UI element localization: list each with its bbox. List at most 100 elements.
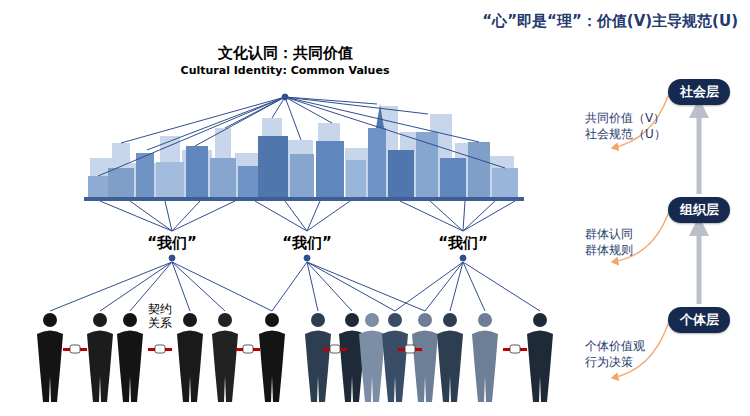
handshake xyxy=(510,345,520,353)
building xyxy=(238,166,258,198)
link-line xyxy=(285,97,479,142)
person-head xyxy=(93,313,107,327)
layer-name: 社会层 xyxy=(680,83,719,101)
link-line xyxy=(121,97,285,143)
subheading: Cultural Identity: Common Values xyxy=(181,64,390,77)
building xyxy=(258,136,288,198)
link-line xyxy=(147,97,285,150)
layer-pill: 社会层 xyxy=(668,79,730,105)
layer-note: 共同价值（V） xyxy=(585,110,665,127)
handshake xyxy=(70,345,80,353)
person-head xyxy=(311,313,325,327)
building xyxy=(186,146,208,198)
person-silhouette xyxy=(259,331,285,403)
layer-note: 行为决策 xyxy=(585,354,633,371)
link-line xyxy=(100,201,172,231)
person-head xyxy=(533,313,547,327)
link-line xyxy=(225,97,285,128)
link-line xyxy=(463,201,515,231)
group-dot xyxy=(169,255,175,261)
group-label: “我们” xyxy=(147,234,197,253)
group-dot xyxy=(460,255,466,261)
heading: 文化认同：共同价值 xyxy=(218,44,353,63)
layer-name: 个体层 xyxy=(680,311,719,329)
link-line xyxy=(307,262,425,311)
building xyxy=(388,150,414,198)
link-line xyxy=(285,97,301,140)
handshake xyxy=(330,345,340,353)
person-silhouette xyxy=(437,331,463,403)
building xyxy=(416,132,438,198)
building xyxy=(88,176,108,198)
building xyxy=(136,153,154,198)
layer-note: 群体规则 xyxy=(585,242,633,259)
building xyxy=(440,158,466,198)
link-line xyxy=(285,201,307,231)
person-silhouette xyxy=(472,331,498,403)
link-line xyxy=(307,262,318,311)
level-arrow xyxy=(697,108,702,194)
link-line xyxy=(285,97,505,168)
person-head xyxy=(43,313,57,327)
building xyxy=(290,154,314,198)
link-line xyxy=(272,262,307,311)
person-silhouette xyxy=(117,331,143,403)
layer-pill: 个体层 xyxy=(668,307,730,333)
handshake xyxy=(405,345,415,353)
link-line xyxy=(165,201,172,231)
person-head xyxy=(345,313,359,327)
person-head xyxy=(365,313,379,327)
link-line xyxy=(285,97,428,114)
group-label: “我们” xyxy=(438,234,488,253)
link-line xyxy=(195,97,285,146)
group-label: “我们” xyxy=(282,234,332,253)
person-head xyxy=(388,313,402,327)
layer-name: 组织层 xyxy=(680,201,719,219)
link-line xyxy=(463,201,495,231)
link-line xyxy=(255,201,307,231)
link-line xyxy=(98,97,285,176)
layer-note: 群体认同 xyxy=(585,226,633,243)
link-line xyxy=(395,262,463,311)
handshake xyxy=(243,345,253,353)
person-silhouette xyxy=(412,331,438,403)
hub-dot xyxy=(282,94,288,100)
link-line xyxy=(172,201,200,231)
layer-pill: 组织层 xyxy=(668,197,730,223)
person-head xyxy=(443,313,457,327)
person-silhouette xyxy=(87,331,113,403)
building xyxy=(316,141,344,198)
layer-note: 社会规范（U） xyxy=(585,126,666,143)
person-silhouette xyxy=(382,331,408,403)
skyline-base xyxy=(84,197,524,201)
building xyxy=(235,153,259,198)
link-line xyxy=(400,201,463,231)
building xyxy=(346,160,366,198)
building xyxy=(108,168,134,198)
link-line xyxy=(272,97,285,118)
person-head xyxy=(183,313,197,327)
building xyxy=(368,128,386,198)
person-silhouette xyxy=(305,331,331,403)
contract-label: 契约 关系 xyxy=(148,302,173,331)
person-silhouette xyxy=(212,331,238,403)
link-line xyxy=(430,201,463,231)
person-head xyxy=(265,313,279,327)
link-line xyxy=(463,201,465,231)
person-silhouette xyxy=(359,331,385,403)
person-silhouette xyxy=(37,331,63,403)
link-line xyxy=(130,201,172,231)
group-dot xyxy=(304,255,310,261)
link-line xyxy=(425,262,463,311)
building xyxy=(156,162,184,198)
link-line xyxy=(307,262,395,311)
building xyxy=(210,158,236,198)
person-silhouette xyxy=(527,331,553,403)
link-line xyxy=(172,262,272,311)
person-head xyxy=(218,313,232,327)
link-line xyxy=(172,201,235,231)
building xyxy=(468,142,490,198)
person-head xyxy=(123,313,137,327)
